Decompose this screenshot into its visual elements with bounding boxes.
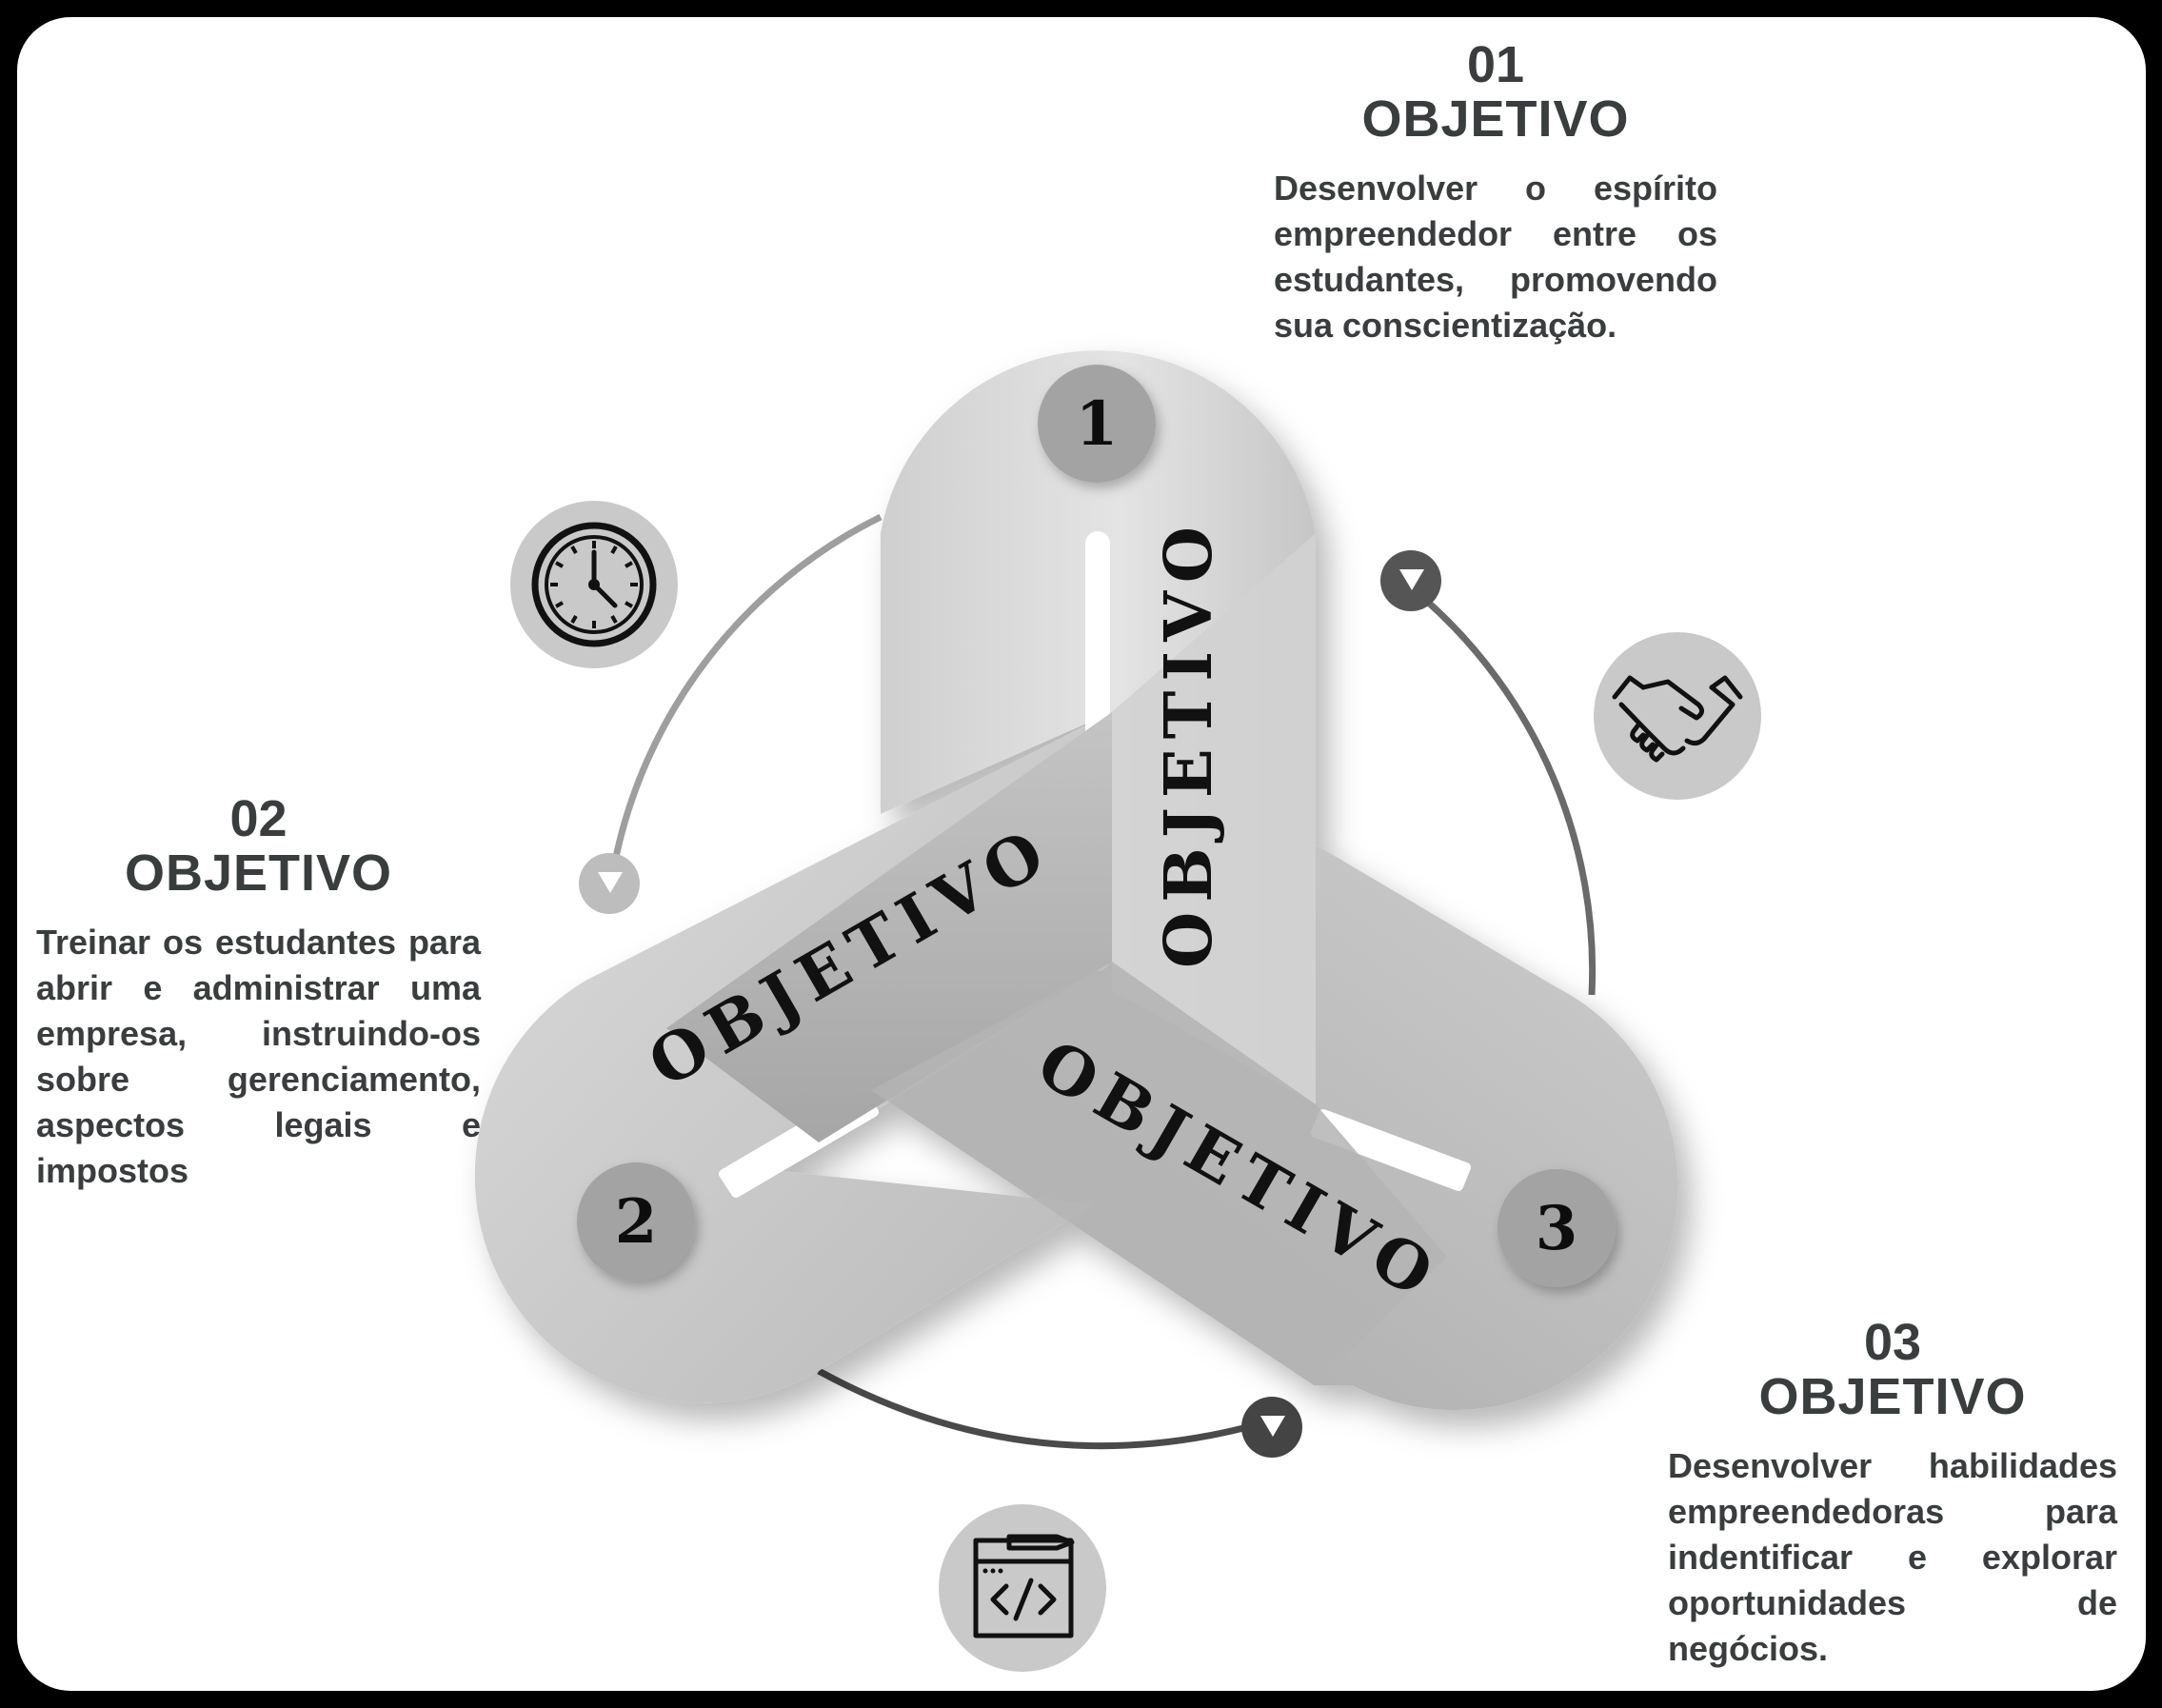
objective-2-description: Treinar os estudantes para abrir e admin…: [36, 923, 481, 1190]
cycle-arc-bottom: [817, 1367, 1256, 1450]
objective-3-description: Desenvolver habilidades empreendedoras p…: [1668, 1446, 2117, 1668]
objective-2-number: 02: [229, 790, 288, 847]
badge-3-label: 3: [1536, 1193, 1578, 1264]
objective-2-title: OBJETIVO: [124, 844, 393, 902]
arrow-marker-right: [1380, 550, 1441, 611]
handshake-icon: [1594, 632, 1761, 800]
badge-2: 2: [577, 1162, 695, 1281]
badge-2-label: 2: [615, 1186, 658, 1258]
objective-1-title: OBJETIVO: [1361, 90, 1630, 148]
strip-1: [1112, 533, 1316, 1104]
objective-3-block: 03 OBJETIVO Desenvolver habilidades empr…: [1668, 1316, 2117, 1672]
badge-3: 3: [1498, 1169, 1616, 1287]
objective-3-title: OBJETIVO: [1758, 1368, 2027, 1425]
objective-1-description: Desenvolver o espírito empreendedor entr…: [1274, 169, 1717, 345]
cycle-arc-right: [1420, 595, 1597, 996]
objective-1-number: 01: [1466, 36, 1525, 93]
arrow-marker-left: [579, 853, 640, 914]
strip-3: [871, 962, 1447, 1385]
badge-1-label: 1: [1076, 388, 1119, 460]
objective-3-number: 03: [1863, 1314, 1922, 1371]
objective-1-block: 01 OBJETIVO Desenvolver o espírito empre…: [1274, 38, 1717, 348]
badge-1: 1: [1038, 365, 1156, 483]
arrow-marker-bottom: [1241, 1397, 1302, 1458]
clock-icon: [510, 501, 678, 668]
band-label-1: OBJETIVO: [1151, 517, 1227, 968]
cycle-arc-top-left: [611, 513, 883, 863]
strip-2: [666, 712, 1112, 1142]
objective-2-block: 02 OBJETIVO Treinar os estudantes para a…: [36, 792, 481, 1194]
code-window-icon: [939, 1504, 1106, 1672]
